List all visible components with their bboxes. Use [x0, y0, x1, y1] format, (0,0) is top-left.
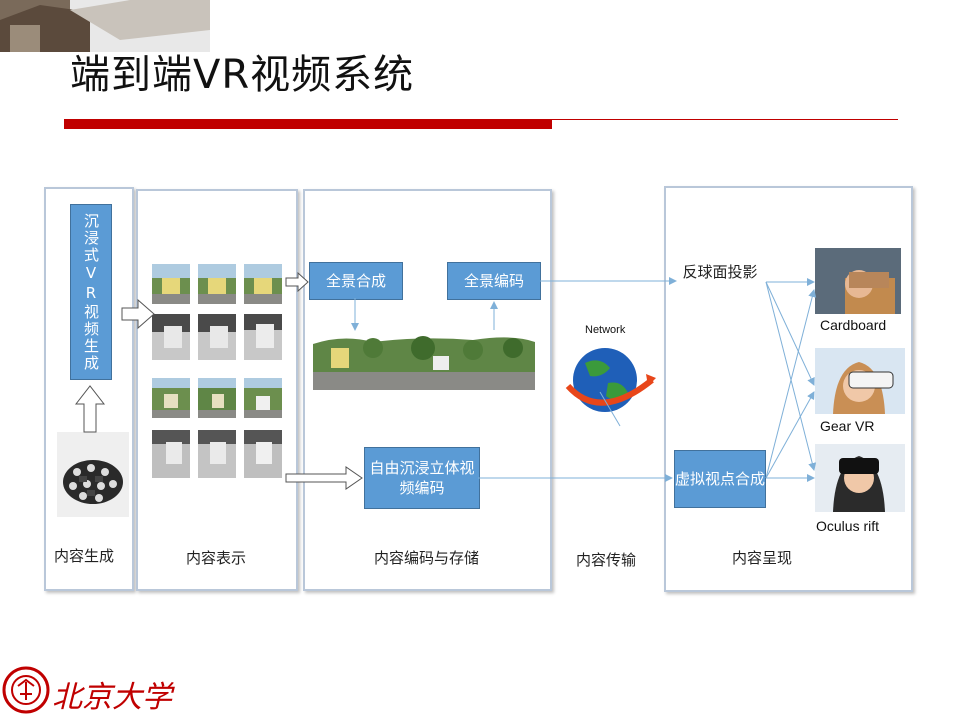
- vr-generation-text: 沉浸式VR视频生成: [82, 212, 100, 372]
- network-label: Network: [585, 324, 626, 336]
- multiview-images-top: [152, 264, 284, 364]
- cardboard-image: [815, 248, 901, 314]
- pku-seal-logo: [2, 664, 50, 716]
- inverse-sphere-label: 反球面投影: [682, 263, 758, 281]
- label-generation: 内容生成: [54, 547, 115, 565]
- globe-icon: [560, 338, 660, 428]
- pano-synthesis-box: 全景合成: [309, 262, 403, 300]
- device-name-oculus-rift: Oculus rift: [816, 518, 880, 534]
- corner-photo: [0, 0, 210, 52]
- multiview-images-bottom: [152, 378, 284, 482]
- label-transmission: 内容传输: [576, 551, 637, 569]
- panorama-image: [313, 334, 535, 390]
- page-title: 端到端VR视频系统: [70, 52, 415, 98]
- device-name-cardboard: Cardboard: [820, 317, 887, 333]
- panel-coding: [303, 189, 552, 591]
- virtual-view-box: 虚拟视点合成: [674, 450, 766, 508]
- oculus-rift-image: [815, 444, 905, 512]
- label-representation: 内容表示: [186, 549, 247, 567]
- title-underline-thin: [552, 119, 898, 120]
- title-underline-red: [64, 119, 552, 129]
- label-presentation: 内容呈现: [732, 549, 793, 567]
- camera-rig-image: [57, 432, 129, 517]
- pku-name: 北京大学: [52, 680, 172, 715]
- device-name-gear-vr: Gear VR: [820, 418, 875, 434]
- label-coding: 内容编码与存储: [374, 549, 480, 567]
- gear-vr-image: [815, 348, 905, 414]
- free-view-coding-box: 自由沉浸立体视频编码: [364, 447, 480, 509]
- vr-generation-box: 沉浸式VR视频生成: [70, 204, 112, 380]
